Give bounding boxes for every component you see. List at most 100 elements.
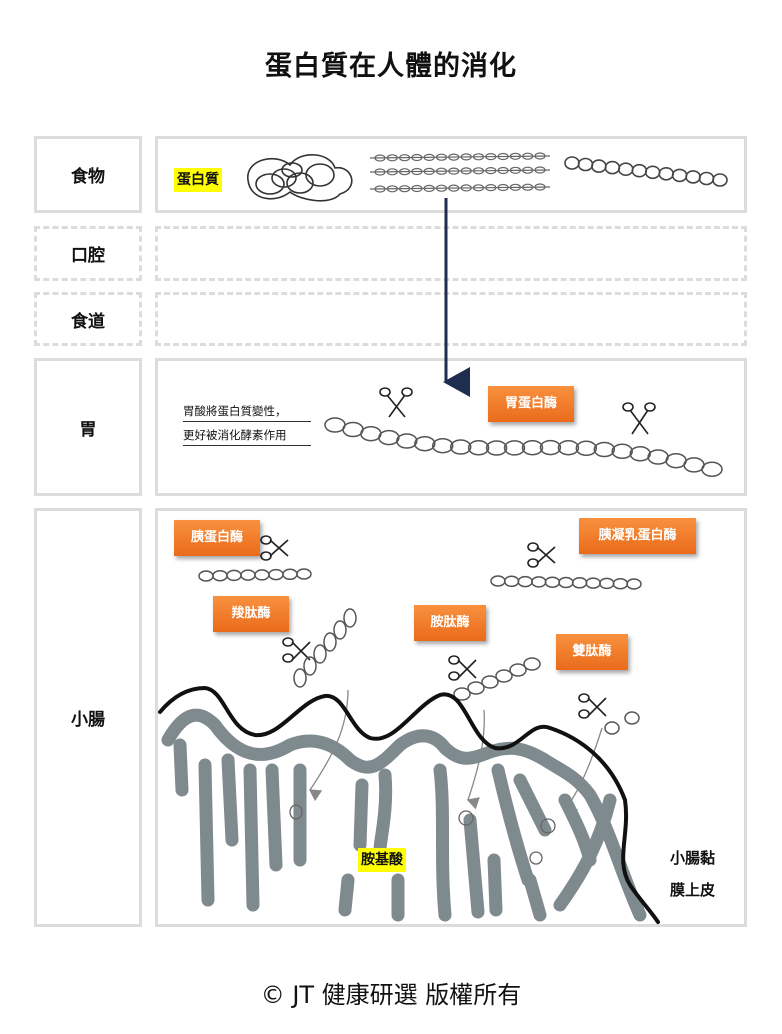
amino-acid-bead (497, 152, 509, 161)
stomach-note: 胃酸將蛋白質變性， 更好被消化酵素作用 (183, 404, 311, 452)
amino-acid-bead (698, 171, 715, 186)
amino-acid-bead (631, 163, 648, 178)
amino-acid-bead (617, 162, 634, 176)
amino-acid-bead (611, 443, 633, 460)
amino-acid-bead (523, 657, 541, 671)
amino-acid-bead (522, 152, 534, 160)
amino-acid-bead (665, 452, 687, 469)
row-label-food: 食物 (34, 136, 142, 213)
amino-acid-bead (557, 439, 580, 456)
amino-acid-bead (531, 576, 547, 588)
amino-acid-bead (343, 608, 357, 628)
intestinal-villi (161, 708, 647, 922)
amino-acid-bead (472, 167, 485, 175)
amino-acid-bead (411, 153, 423, 162)
esophagus-panel (155, 292, 747, 346)
amino-acid-bead (324, 417, 346, 433)
amino-acid-bead (399, 154, 411, 162)
amino-acid-bead (293, 668, 307, 688)
amino-acid-bead (558, 576, 574, 589)
folded-protein-scribble (247, 154, 353, 202)
amino-acid-bead (423, 153, 435, 161)
amino-acid-bead (522, 166, 534, 174)
amino-acid-dots (289, 804, 556, 865)
amino-acid-bead (296, 568, 312, 580)
amino-acid-bead (448, 153, 460, 161)
amino-acid-bead (712, 173, 728, 187)
amino-acid-bead (374, 185, 386, 193)
amino-acid-bead (226, 569, 242, 582)
enzyme-aminopeptidase: 胺肽酶 (414, 605, 486, 641)
amino-acid-bead (374, 154, 386, 162)
amino-acid-bead (386, 185, 398, 193)
enzyme-carboxypeptidase: 羧肽酶 (213, 596, 289, 632)
partially-unfolded-protein (369, 152, 551, 193)
amino-acid-bead (629, 446, 651, 462)
mucosa-label-line2: 膜上皮 (670, 881, 716, 899)
amino-acid-bead (593, 441, 616, 458)
amino-acid-bead (503, 575, 520, 588)
amino-acid-bead (268, 568, 284, 581)
amino-acid-bead (254, 569, 270, 581)
amino-acid-bead (313, 644, 327, 664)
amino-acid-bead (485, 440, 508, 456)
amino-acid-bead (564, 156, 580, 170)
amino-acid-bead (701, 461, 723, 478)
amino-acid-bead (683, 457, 705, 473)
amino-acid-bead (386, 168, 398, 176)
amino-acid-bead (435, 184, 448, 192)
amino-acid-bead (624, 711, 640, 725)
amino-acid-bead (460, 167, 472, 175)
row-label-esophagus: 食道 (34, 292, 142, 346)
enzyme-dipeptidase: 雙肽酶 (556, 634, 628, 670)
amino-acid-label: 胺基酸 (358, 848, 406, 872)
amino-acid-bead (647, 449, 669, 465)
amino-acid-bead (522, 183, 534, 191)
amino-acid-bead (539, 439, 562, 456)
enzyme-pepsin: 胃蛋白酶 (488, 386, 574, 422)
amino-acid-bead (411, 184, 423, 193)
row-label-small-intestine: 小腸 (34, 508, 142, 927)
amino-acid-bead (671, 168, 688, 183)
stomach-note-line2: 更好被消化酵素作用 (183, 428, 311, 446)
mucosa-label: 小腸黏 膜上皮 (670, 842, 715, 906)
amino-acid-bead (544, 576, 561, 588)
amino-acid-bead (411, 167, 423, 176)
amino-acid-bead (575, 440, 598, 457)
amino-acid-bead (386, 154, 398, 162)
row-label-stomach: 胃 (34, 358, 142, 496)
amino-acid-bead (448, 184, 460, 192)
amino-acid-bead (240, 569, 256, 581)
food-panel (155, 136, 747, 213)
amino-acid-bead (399, 168, 411, 176)
protein-chains-intestine (198, 568, 642, 735)
amino-acid-bead (212, 569, 228, 582)
mouth-panel (155, 226, 747, 281)
amino-acid-bead (399, 185, 411, 193)
amino-acid-bead (467, 440, 490, 456)
amino-acid-bead (599, 577, 615, 590)
amino-acid-bead (612, 577, 629, 590)
amino-acid-bead (342, 421, 364, 438)
amino-acid-bead (534, 166, 546, 174)
amino-acid-bead (644, 165, 661, 180)
amino-acid-bead (626, 578, 642, 590)
enzyme-chymotrypsin: 胰凝乳蛋白酶 (579, 518, 696, 554)
amino-acid-bead (571, 577, 588, 589)
amino-acid-bead (333, 620, 347, 640)
amino-acid-bead (604, 160, 621, 175)
amino-acid-bead (509, 183, 522, 191)
amino-acid-bead (453, 687, 471, 701)
amino-acid-bead (198, 570, 214, 582)
row-label-mouth: 口腔 (34, 226, 142, 281)
amino-acid-bead (485, 153, 497, 161)
protein-chain-stomach (324, 417, 723, 478)
amino-acid-bead (577, 157, 594, 172)
amino-acid-bead (485, 184, 497, 192)
amino-acid-bead (509, 663, 527, 677)
amino-acid-bead (497, 166, 509, 175)
amino-acid-bead (448, 167, 460, 175)
amino-acid-bead (585, 577, 601, 589)
amino-acid-bead (449, 439, 472, 455)
